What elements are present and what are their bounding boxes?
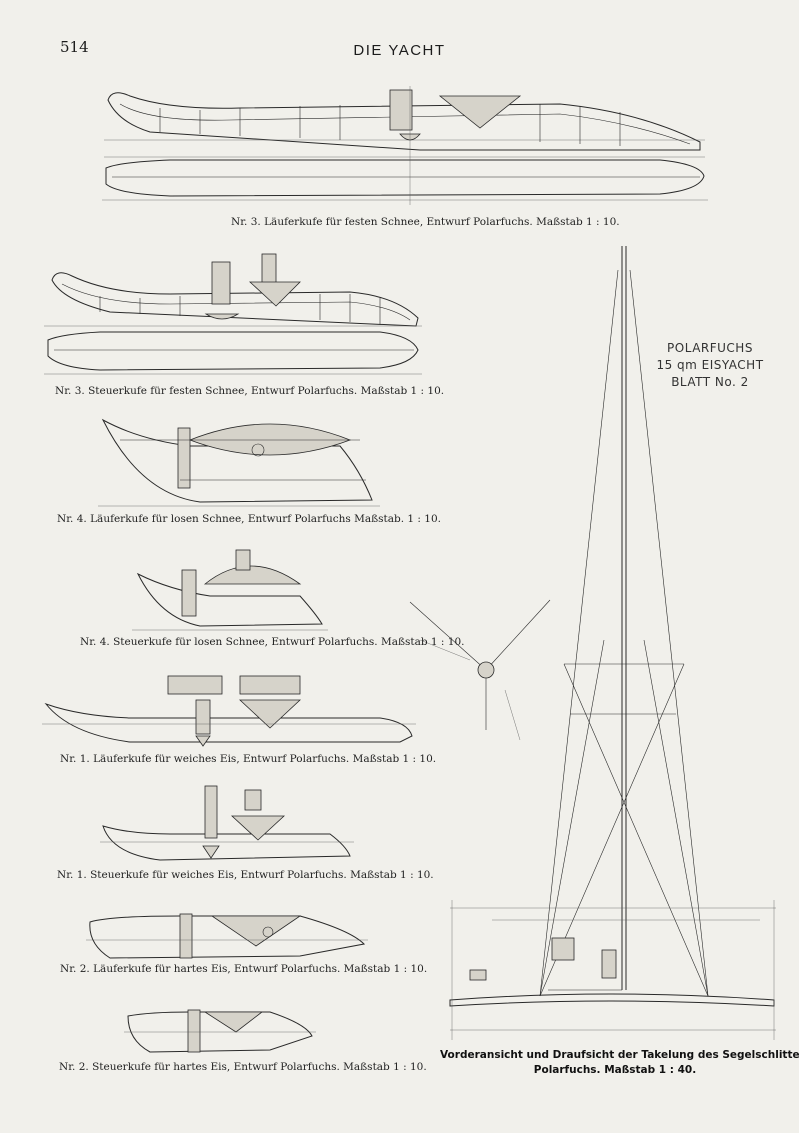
drawing-steering-4 [132, 549, 328, 631]
caption-rigging-line-1: Vorderansicht und Draufsicht der Takelun… [440, 1049, 799, 1061]
caption-steering-3: Nr. 3. Steuerkufe für festen Schnee, Ent… [55, 385, 445, 397]
stamp-line-3: BLATT No. 2 [671, 375, 749, 389]
drawing-plan-view [409, 599, 551, 741]
caption-rigging-line-2: Polarfuchs. Maßstab 1 : 40. [533, 1064, 697, 1076]
drawing-steering-2 [124, 1009, 316, 1053]
page-number: 514 [60, 38, 89, 56]
drawing-steering-3 [44, 253, 422, 375]
caption-runner-1: Nr. 1. Läuferkufe für weiches Eis, Entwu… [60, 753, 437, 765]
stamp-line-1: POLARFUCHS [667, 341, 753, 355]
drawing-runner-1 [42, 675, 416, 747]
caption-runner-4: Nr. 4. Läuferkufe für losen Schnee, Entw… [57, 513, 441, 525]
caption-steering-4: Nr. 4. Steuerkufe für losen Schnee, Entw… [80, 636, 465, 648]
caption-steering-1: Nr. 1. Steuerkufe für weiches Eis, Entwu… [57, 869, 434, 881]
caption-runner-3: Nr. 3. Läuferkufe für festen Schnee, Ent… [231, 216, 620, 228]
drawing-rigging [449, 246, 776, 1040]
drawing-runner-3 [102, 86, 708, 205]
drawing-steering-1 [100, 785, 354, 861]
drawing-runner-2 [86, 913, 368, 959]
page-title: DIE YACHT [353, 42, 446, 59]
stamp-line-2: 15 qm EISYACHT [656, 358, 764, 372]
drawing-stamp: POLARFUCHS 15 qm EISYACHT BLATT No. 2 [645, 340, 775, 391]
drawing-runner-4 [98, 418, 380, 507]
caption-runner-2: Nr. 2. Läuferkufe für hartes Eis, Entwur… [60, 963, 428, 975]
caption-steering-2: Nr. 2. Steuerkufe für hartes Eis, Entwur… [59, 1061, 427, 1073]
